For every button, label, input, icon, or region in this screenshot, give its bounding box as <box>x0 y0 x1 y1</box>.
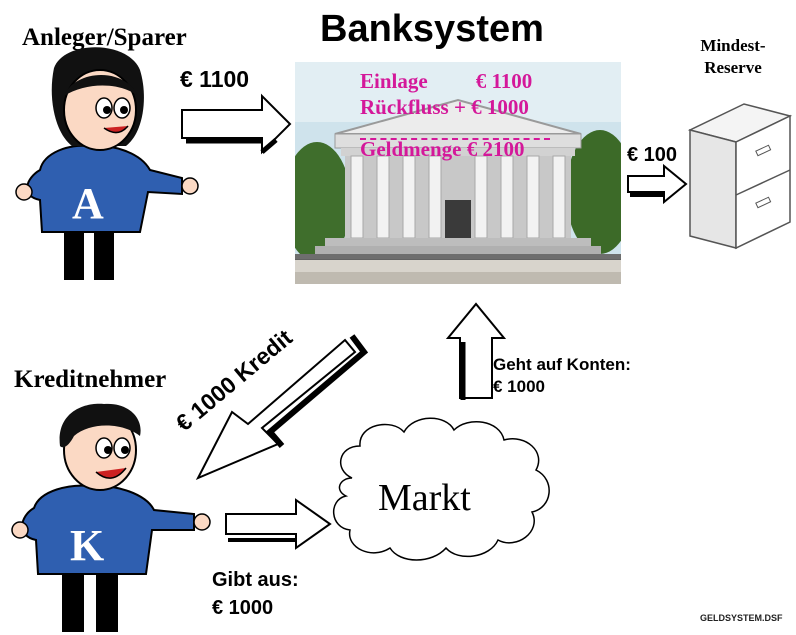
spend-label-line1: Gibt aus: <box>212 569 299 591</box>
spend-label-line2: € 1000 <box>212 597 274 619</box>
deposit-amount: € 1100 <box>180 66 250 92</box>
investor-shirt-letter: A <box>72 179 104 228</box>
page-title: Banksystem <box>320 8 544 50</box>
return-row-label: Rückfluss + <box>360 95 466 119</box>
file-tag: GELDSYSTEM.DSF <box>700 613 783 623</box>
return-row: Rückfluss + € 1000 <box>360 94 532 120</box>
reserve-label-line2: Reserve <box>704 58 762 77</box>
money-supply-label: Geldmenge <box>360 137 462 161</box>
deposit-row-value: € 1100 <box>475 69 533 93</box>
accounts-label: Geht auf Konten: € 1000 <box>493 354 631 398</box>
reserve-label: Mindest- Reserve <box>688 35 778 79</box>
reserve-arrow <box>627 163 688 205</box>
market-cloud <box>332 417 550 561</box>
borrower-label: Kreditnehmer <box>14 366 167 393</box>
return-row-value: € 1000 <box>471 95 529 119</box>
deposit-row: Einlage € 1100 <box>360 68 532 94</box>
overlay-divider <box>360 138 550 140</box>
bank-money-overlay: Einlage € 1100 Rückfluss + € 1000 Geldmen… <box>360 68 532 162</box>
investor-character <box>15 47 199 280</box>
bank-building-image <box>295 62 621 284</box>
accounts-arrow <box>445 302 507 400</box>
money-supply-row: Geldmenge € 2100 <box>360 136 532 162</box>
investor-label: Anleger/Sparer <box>22 24 187 51</box>
money-supply-value: € 2100 <box>466 137 525 161</box>
accounts-label-line1: Geht auf Konten: <box>493 355 631 374</box>
reserve-amount: € 100 <box>627 144 678 166</box>
market-label: Markt <box>378 477 471 519</box>
reserve-cabinet-icon <box>687 103 793 250</box>
borrower-character <box>11 403 211 632</box>
deposit-row-label: Einlage <box>360 69 428 93</box>
spend-label: Gibt aus: € 1000 <box>212 566 299 622</box>
borrower-shirt-letter: K <box>70 521 105 570</box>
deposit-arrow <box>181 93 292 155</box>
accounts-label-line2: € 1000 <box>493 377 545 396</box>
credit-arrow <box>195 334 369 481</box>
spend-arrow <box>225 498 332 550</box>
reserve-label-line1: Mindest- <box>700 36 766 55</box>
